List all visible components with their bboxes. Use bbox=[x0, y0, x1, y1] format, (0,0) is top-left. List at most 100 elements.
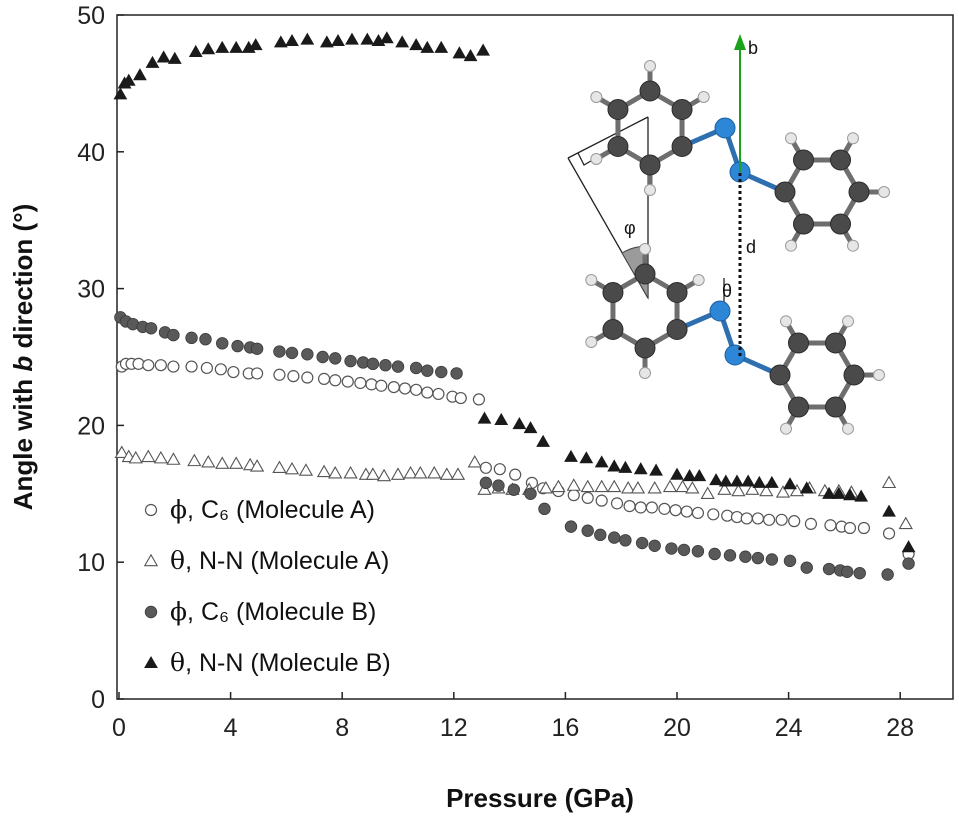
carbon-atom bbox=[830, 213, 851, 235]
data-point-thetaB bbox=[692, 469, 707, 482]
legend-marker-phiB bbox=[144, 605, 158, 619]
legend-symbol: θ bbox=[170, 648, 185, 677]
data-point-thetaA bbox=[551, 479, 566, 493]
carbon-atom bbox=[634, 263, 656, 285]
data-point-thetaB bbox=[822, 486, 836, 499]
data-point-phiA bbox=[472, 393, 486, 406]
data-point-phiA bbox=[493, 463, 506, 476]
data-point-phiA bbox=[398, 382, 412, 395]
inset-label-phi: φ bbox=[624, 218, 636, 238]
data-point-phiA bbox=[669, 504, 682, 517]
data-point-thetaA bbox=[390, 467, 406, 480]
data-point-thetaB bbox=[618, 460, 633, 473]
data-point-phiB bbox=[800, 561, 813, 574]
y-tick-label: 40 bbox=[77, 139, 105, 167]
hydrogen-atom bbox=[785, 239, 797, 252]
data-point-phiB bbox=[379, 359, 392, 372]
data-point-thetaB bbox=[229, 40, 244, 53]
molecule-inset: b d φ θ bbox=[567, 34, 890, 435]
data-point-phiA bbox=[341, 375, 354, 388]
data-point-phiA bbox=[645, 501, 658, 514]
data-point-phiB bbox=[366, 357, 380, 371]
carbon-atom bbox=[602, 282, 624, 303]
legend-marker-thetaB bbox=[144, 655, 158, 669]
data-point-thetaB bbox=[434, 40, 449, 53]
data-point-phiB bbox=[538, 502, 551, 516]
data-point-phiB bbox=[421, 364, 434, 377]
data-point-phiA bbox=[329, 374, 342, 387]
data-point-phiB bbox=[783, 554, 797, 568]
data-point-phiB bbox=[167, 328, 180, 342]
data-point-thetaA bbox=[427, 465, 442, 479]
data-point-thetaA bbox=[775, 485, 791, 498]
data-point-phiB bbox=[273, 345, 286, 358]
x-tick-label: 20 bbox=[663, 714, 691, 742]
carbon-atom bbox=[825, 332, 846, 354]
carbon-atom bbox=[843, 364, 865, 386]
data-point-thetaB bbox=[718, 474, 733, 487]
hydrogen-atom bbox=[639, 367, 651, 379]
data-point-thetaA bbox=[365, 467, 381, 480]
data-point-phiA bbox=[762, 513, 776, 526]
carbon-atom bbox=[825, 396, 846, 418]
atoms bbox=[585, 60, 890, 435]
legend-label-phiB: ϕ, C₆ (Molecule B) bbox=[170, 597, 376, 626]
hydrogen-atom bbox=[585, 336, 598, 348]
data-point-thetaA bbox=[450, 467, 466, 480]
data-point-phiB bbox=[479, 476, 493, 490]
data-point-phiA bbox=[421, 386, 434, 399]
data-point-thetaA bbox=[594, 479, 609, 493]
data-point-phiB bbox=[344, 354, 357, 368]
data-point-thetaA bbox=[187, 453, 202, 467]
data-point-phiB bbox=[250, 342, 264, 355]
carbon-atom bbox=[788, 332, 809, 354]
data-point-thetaB bbox=[494, 412, 509, 425]
data-point-thetaA bbox=[141, 449, 156, 463]
carbon-atom bbox=[639, 154, 661, 176]
data-point-phiB bbox=[316, 350, 329, 364]
carbon-atom bbox=[830, 149, 851, 171]
legend-symbol: θ bbox=[170, 546, 185, 575]
data-point-thetaA bbox=[298, 463, 314, 476]
carbon-atom bbox=[607, 136, 629, 157]
data-point-phiB bbox=[708, 547, 721, 561]
data-point-thetaB bbox=[145, 55, 160, 68]
data-point-thetaA bbox=[403, 465, 418, 479]
data-point-phiA bbox=[595, 494, 608, 507]
data-point-thetaA bbox=[717, 482, 732, 495]
data-point-phiA bbox=[680, 505, 693, 518]
data-point-thetaB bbox=[854, 489, 869, 502]
data-point-thetaA bbox=[249, 459, 265, 472]
hydrogen-atom bbox=[878, 186, 890, 198]
data-point-phiB bbox=[391, 360, 405, 373]
x-tick-label: 12 bbox=[440, 714, 468, 742]
y-axis-title-part-2: b bbox=[8, 356, 38, 372]
carbon-atom bbox=[788, 396, 809, 418]
data-point-thetaB bbox=[215, 40, 230, 53]
data-point-thetaB bbox=[360, 32, 375, 45]
series-layer bbox=[113, 31, 916, 581]
data-point-phiA bbox=[432, 387, 445, 401]
y-tick-label: 20 bbox=[77, 412, 105, 440]
data-point-thetaB bbox=[345, 32, 359, 45]
data-point-thetaA bbox=[153, 450, 168, 464]
data-point-phiB bbox=[739, 550, 752, 563]
carbon-atom bbox=[793, 213, 814, 235]
data-point-thetaA bbox=[316, 464, 332, 478]
data-point-phiA bbox=[214, 363, 227, 376]
series-thetaB bbox=[113, 31, 916, 553]
legend-symbol: ϕ bbox=[170, 495, 187, 524]
data-point-thetaB bbox=[379, 31, 394, 44]
legend-symbol: ϕ bbox=[170, 597, 187, 626]
data-point-thetaA bbox=[538, 481, 554, 494]
data-point-thetaA bbox=[898, 516, 913, 530]
data-point-thetaB bbox=[523, 421, 538, 434]
data-point-thetaA bbox=[215, 456, 230, 469]
data-point-thetaA bbox=[662, 479, 678, 493]
data-point-thetaB bbox=[167, 51, 182, 64]
legend-text: , N-N (Molecule B) bbox=[185, 649, 391, 677]
data-point-phiA bbox=[454, 391, 467, 405]
data-point-phiA bbox=[287, 370, 300, 383]
